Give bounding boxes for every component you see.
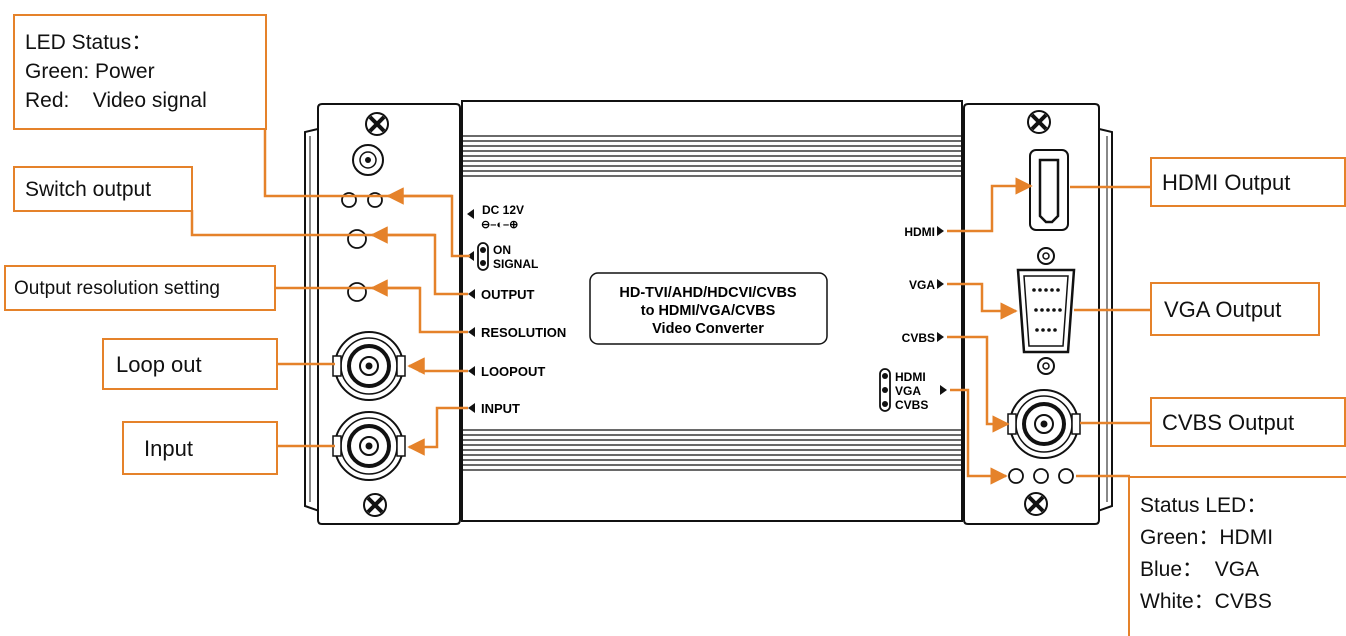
callout-status-led: Status LED： Green：HDMI Blue： VGA White：C… — [1128, 476, 1346, 636]
bnc-loopout-icon — [332, 331, 406, 401]
screw-icon — [363, 493, 387, 517]
left-port-labels: DC 12V ⊖–◐–⊕ ON SIGNAL OUTPUT RESOLUTION… — [467, 203, 566, 416]
device-label-box — [589, 272, 828, 345]
led-status-line2: Green: Power — [25, 60, 155, 83]
screw-icon — [1024, 492, 1048, 516]
callout-loop-out: Loop out — [102, 338, 278, 390]
switch-hdmi-label: HDMI — [895, 370, 926, 384]
output-label: OUTPUT — [481, 287, 535, 302]
status-led-line3: Blue： VGA — [1140, 558, 1260, 581]
bnc-cvbs-icon — [1007, 389, 1081, 459]
resolution-label: RESOLUTION — [481, 325, 566, 340]
loop-out-label: Loop out — [116, 352, 202, 377]
cvbs-output-label: CVBS Output — [1162, 410, 1295, 435]
hdmi-output-label: HDMI Output — [1162, 170, 1291, 195]
right-end-panel — [963, 103, 1113, 525]
output-resolution-label: Output resolution setting — [14, 278, 220, 299]
left-end-panel — [304, 103, 461, 525]
switch-cvbs-label: CVBS — [895, 398, 928, 412]
callout-led-status: LED Status： Green: Power Red: Video sign… — [13, 14, 267, 130]
device-label-line1: HD-TVI/AHD/HDCVI/CVBS — [619, 285, 797, 301]
output-switch-button-icon — [347, 229, 367, 249]
led-status-line3: Red: Video signal — [25, 89, 207, 112]
callout-output-resolution: Output resolution setting — [4, 265, 276, 311]
vga-led-icon — [1033, 468, 1049, 484]
screw-icon — [1027, 110, 1051, 134]
input-callout-label: Input — [144, 436, 193, 461]
dc-label: DC 12V — [482, 203, 524, 217]
led-status-line1: LED Status： — [25, 31, 153, 54]
status-led-line2: Green：HDMI — [1140, 526, 1274, 549]
callout-vga-output: VGA Output — [1150, 282, 1320, 336]
callout-hdmi-output: HDMI Output — [1150, 157, 1346, 207]
bnc-input-icon — [332, 411, 406, 481]
status-led-line4: White：CVBS — [1140, 590, 1272, 613]
hdmi-label: HDMI — [904, 225, 935, 239]
callout-cvbs-output: CVBS Output — [1150, 397, 1346, 447]
vga-port-icon — [1016, 247, 1076, 375]
device-body: HD-TVI/AHD/HDCVI/CVBS to HDMI/VGA/CVBS V… — [461, 100, 963, 522]
vga-output-label: VGA Output — [1164, 297, 1282, 322]
status-led-line1: Status LED： — [1140, 494, 1268, 517]
loopout-label: LOOPOUT — [481, 364, 545, 379]
leader-lines — [190, 128, 1150, 485]
resolution-button-icon — [347, 282, 367, 302]
vga-label: VGA — [909, 278, 935, 292]
screw-icon — [365, 112, 389, 136]
right-port-labels: HDMI VGA CVBS HDMI VGA CVBS — [879, 225, 947, 412]
hdmi-led-icon — [1008, 468, 1024, 484]
device-label-line3: Video Converter — [652, 321, 764, 337]
dc-jack-icon — [352, 144, 384, 176]
cvbs-label: CVBS — [902, 331, 935, 345]
arrow-left-icon — [467, 209, 474, 219]
signal-label: SIGNAL — [493, 257, 538, 271]
callout-input: Input — [122, 421, 278, 475]
cvbs-led-icon — [1058, 468, 1074, 484]
dc-polarity-icon: ⊖–◐–⊕ — [481, 219, 518, 231]
on-label: ON — [493, 243, 511, 257]
hdmi-port-icon — [1029, 149, 1069, 231]
device-label-line2: to HDMI/VGA/CVBS — [641, 303, 776, 319]
switch-vga-label: VGA — [895, 384, 921, 398]
callout-switch-output: Switch output — [13, 166, 193, 212]
switch-output-label: Switch output — [25, 178, 152, 201]
input-label: INPUT — [481, 401, 520, 416]
